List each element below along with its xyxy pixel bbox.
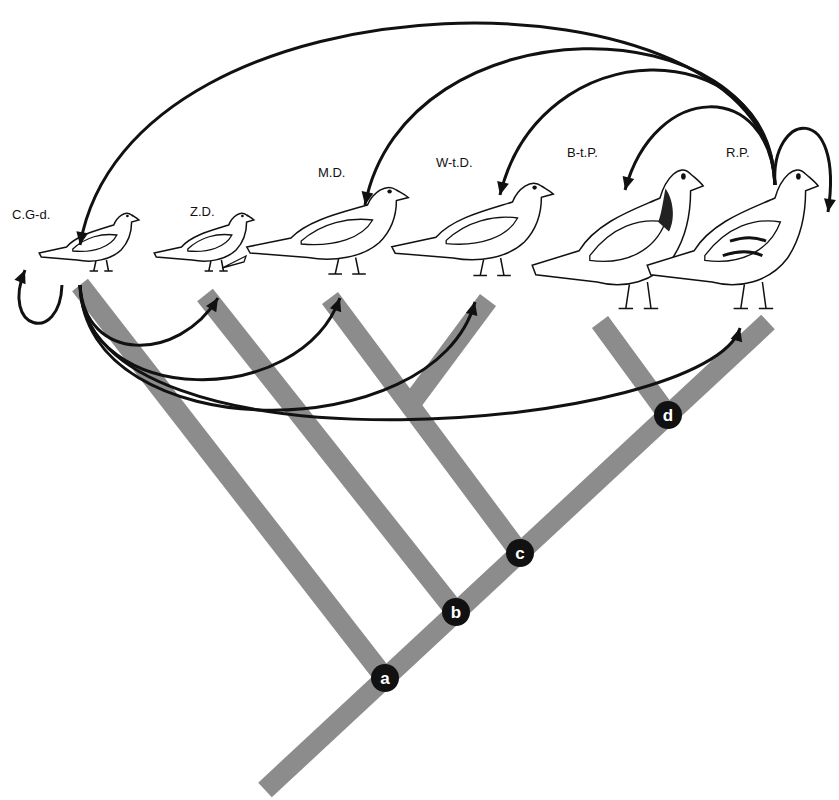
curved-arrow	[76, 23, 775, 245]
species-figure: Z.D.	[160, 230, 255, 298]
arrow-line	[80, 285, 475, 410]
curved-arrow	[80, 285, 477, 410]
circle-fill	[654, 401, 682, 429]
arrow-head	[731, 328, 743, 342]
arrow-head	[824, 198, 836, 212]
arrow-line	[80, 23, 775, 245]
species-label: M.D.	[318, 166, 345, 180]
curved-arrow	[775, 128, 836, 212]
dove-drawing	[247, 187, 409, 274]
circle-fill	[371, 664, 399, 692]
arrow-line	[80, 285, 740, 420]
curved-arrow	[497, 70, 775, 195]
dove-drawing	[154, 213, 254, 271]
node-letter: c	[515, 545, 524, 562]
species-label: B-t.P.	[567, 146, 598, 160]
dove-drawing	[392, 183, 554, 275]
arrow-head	[497, 181, 509, 195]
node-letter: d	[663, 407, 673, 424]
branch	[600, 322, 668, 415]
dove-drawing	[39, 213, 139, 271]
species-figure: C.G-d.	[25, 245, 135, 285]
circle-fill	[506, 539, 534, 567]
arrow-line	[365, 49, 775, 205]
species-label: W-t.D.	[436, 156, 473, 170]
curved-arrow	[80, 285, 218, 345]
tail-drawing	[222, 256, 246, 268]
clade-node-circle: b	[442, 598, 470, 626]
arrow-head	[466, 302, 478, 316]
pigeon-drawing	[532, 170, 703, 308]
arrow-head	[623, 176, 635, 190]
branch	[205, 295, 456, 612]
clade-node-circle: a	[371, 664, 399, 692]
node-letter: b	[451, 604, 461, 621]
curved-arrow	[14, 270, 61, 323]
branch	[410, 300, 488, 405]
arrow-line	[625, 107, 775, 190]
trunk-branch	[265, 322, 768, 790]
neck-patch	[658, 188, 673, 231]
pigeon-drawing	[647, 170, 818, 308]
circle-fill	[442, 598, 470, 626]
species-label: Z.D.	[190, 205, 215, 219]
clade-node-circle: c	[506, 539, 534, 567]
arrow-line	[500, 70, 775, 195]
species-figure: W-t.D.	[395, 195, 555, 302]
arrow-line	[775, 128, 831, 212]
bird-illustrations	[39, 170, 818, 308]
species-label: R.P.	[726, 146, 750, 160]
arrow-head	[330, 298, 341, 312]
species-figure: B-t.P.	[530, 190, 690, 320]
phylogeny-branches	[80, 285, 768, 790]
wing-bars	[723, 238, 766, 256]
species-label: C.G-d.	[12, 208, 50, 222]
arrow-head	[14, 270, 25, 284]
species-figure: M.D.	[260, 205, 410, 298]
arrow-head	[362, 191, 374, 205]
curved-arrow	[362, 49, 775, 205]
clade-node-circle: d	[654, 401, 682, 429]
node-letter: a	[380, 670, 389, 687]
arrow-line	[80, 285, 218, 345]
curved-arrow	[80, 285, 742, 420]
arrow-head	[206, 298, 218, 312]
curved-arrow	[623, 107, 775, 190]
branch	[330, 298, 520, 553]
arrow-line	[19, 270, 62, 323]
species-figure: R.P.	[650, 185, 828, 328]
arrow-head	[76, 231, 88, 245]
